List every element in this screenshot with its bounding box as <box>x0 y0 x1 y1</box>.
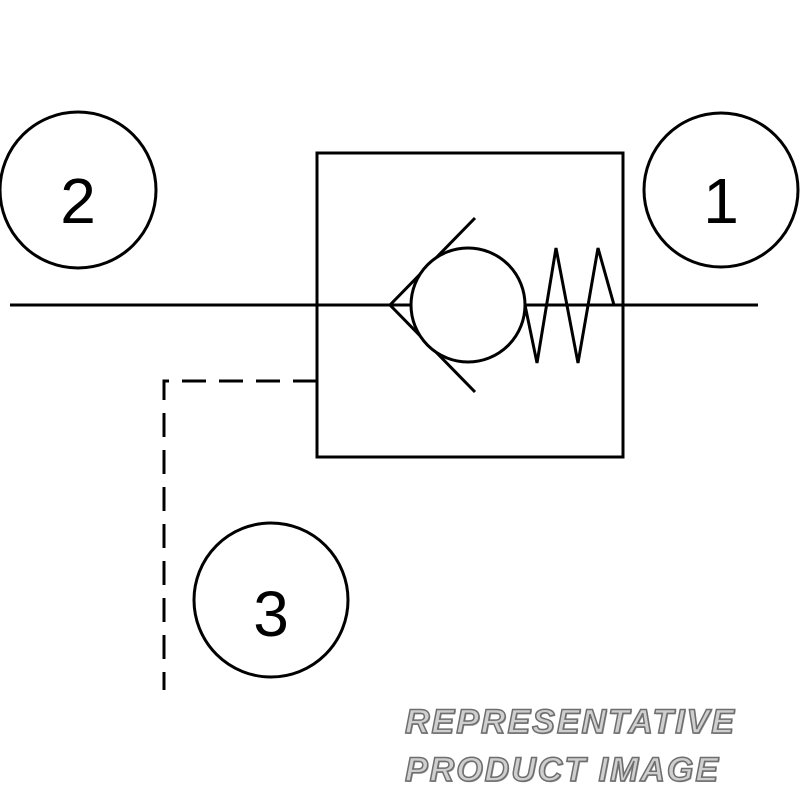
watermark-line-2: PRODUCT IMAGE <box>404 750 720 790</box>
port-2-label: 2 <box>60 165 96 237</box>
check-ball <box>409 246 527 364</box>
valve-seat <box>387 216 477 394</box>
valve-body <box>315 151 625 459</box>
port-1-circle <box>642 111 800 269</box>
spring <box>523 247 616 364</box>
port-3-label: 3 <box>253 578 289 650</box>
pilot-line <box>162 379 317 690</box>
port-3-circle <box>192 521 350 679</box>
port-2-circle <box>0 110 158 270</box>
watermark-line-1: REPRESENTATIVE <box>404 702 736 742</box>
port-1-label: 1 <box>703 165 739 237</box>
